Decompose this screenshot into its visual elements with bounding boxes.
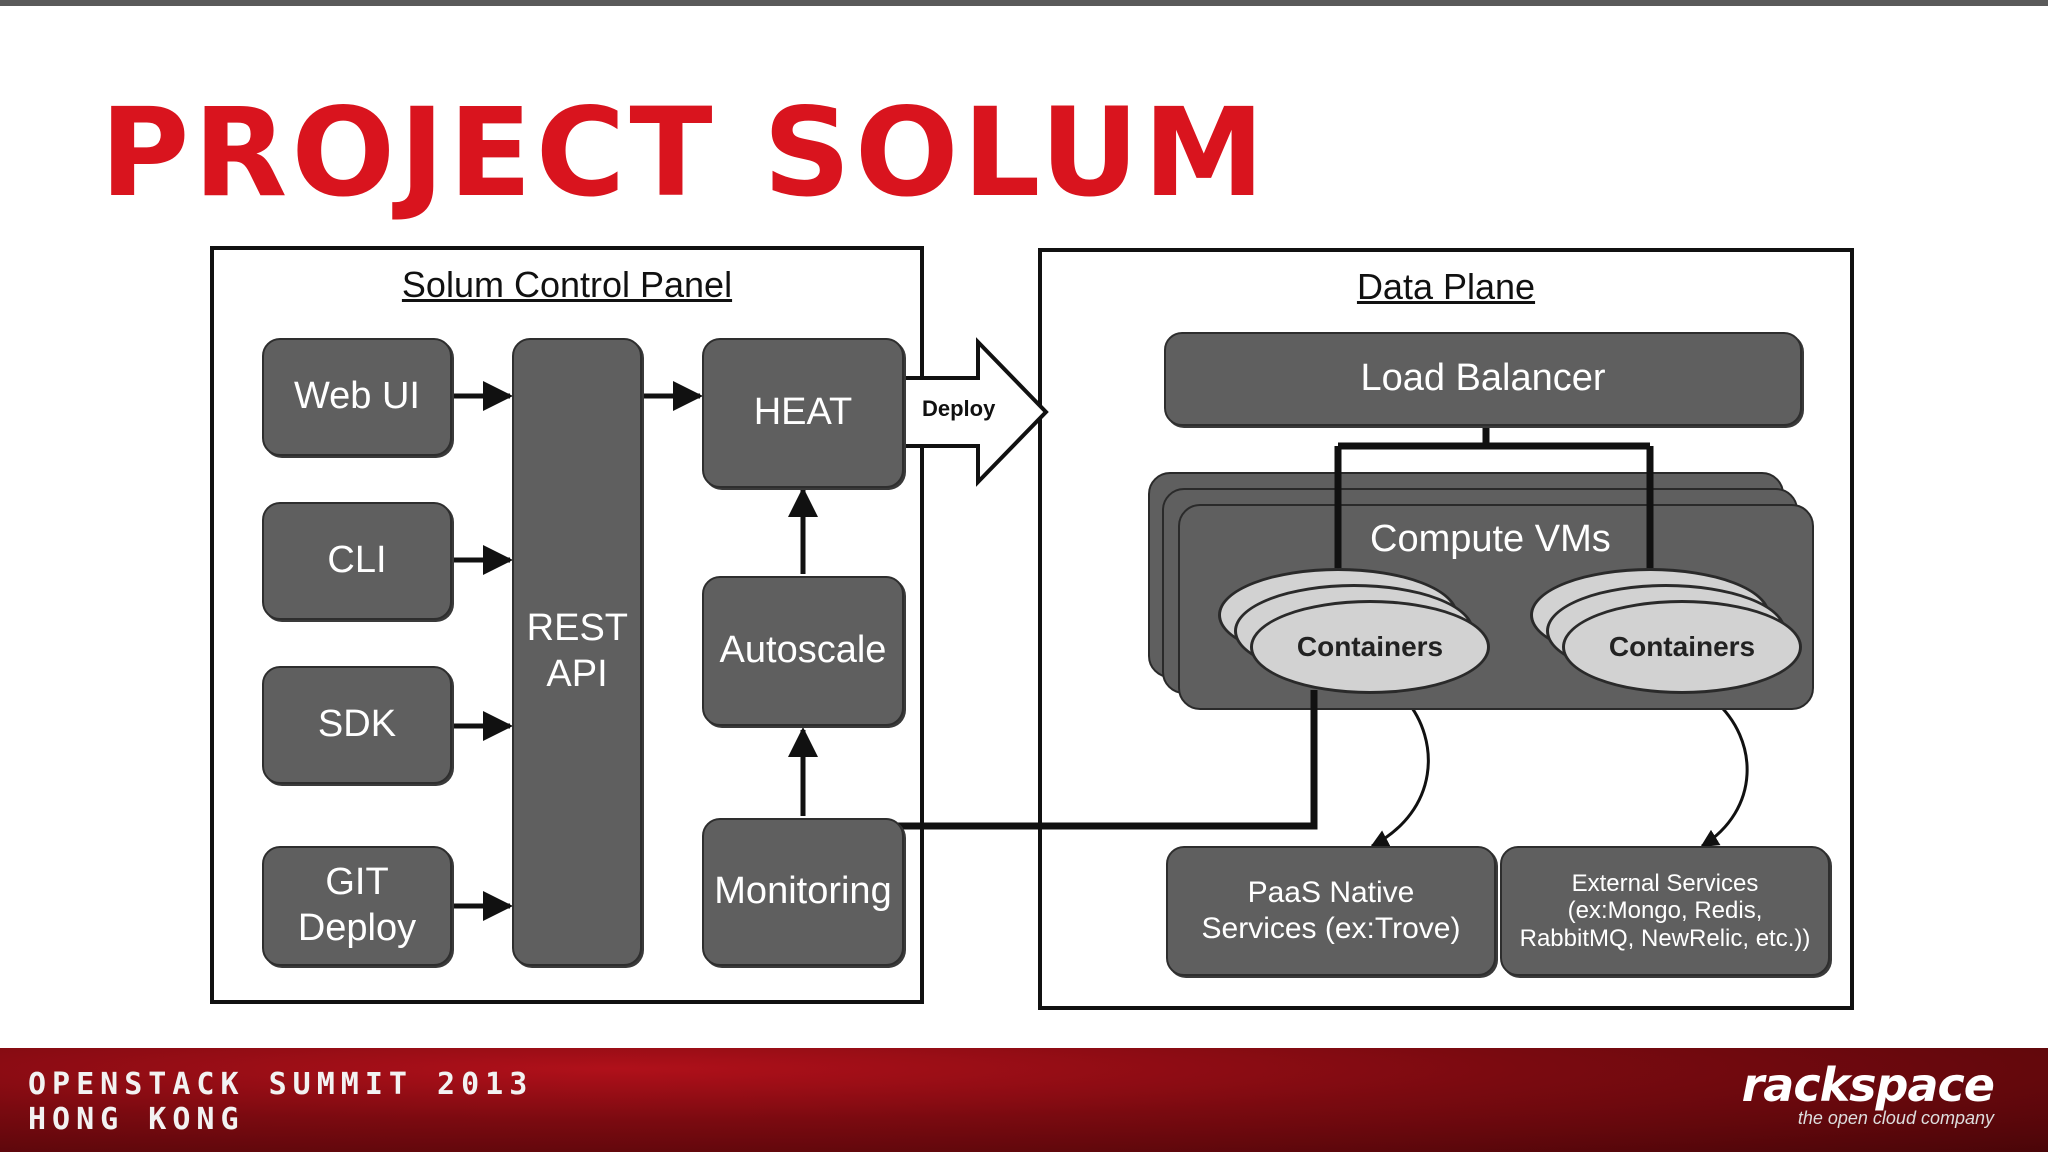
paas-native-services-box: PaaS Native Services (ex:Trove): [1166, 846, 1496, 976]
top-rule: [0, 0, 2048, 6]
cli-box: CLI: [262, 502, 452, 620]
footer-event-line2: HONG KONG: [28, 1101, 245, 1137]
sdk-box: SDK: [262, 666, 452, 784]
rest-api-box: REST API: [512, 338, 642, 966]
lb-wire-overlay: [1334, 446, 1654, 568]
external-services-box: External Services (ex:Mongo, Redis, Rabb…: [1500, 846, 1830, 976]
footer-event-line1: OPENSTACK SUMMIT 2013: [28, 1067, 534, 1102]
curve-containers-external: [1700, 698, 1749, 848]
autoscale-box: Autoscale: [702, 576, 904, 726]
deploy-arrow: [902, 337, 1049, 487]
brand-tagline: the open cloud company: [1797, 1108, 1994, 1128]
container-left-front: Containers: [1250, 600, 1490, 694]
monitoring-box: Monitoring: [702, 818, 904, 966]
curve-containers-paas: [1370, 699, 1430, 848]
brand-name: rackspace: [1741, 1058, 1995, 1112]
rackspace-logo: rackspace the open cloud company: [1741, 1058, 1995, 1129]
slide-title: PROJECT SOLUM: [100, 82, 1269, 224]
git-deploy-box: GIT Deploy: [262, 846, 452, 966]
heat-box: HEAT: [702, 338, 904, 488]
compute-vms-label: Compute VMs: [1370, 518, 1611, 560]
control-panel-title: Solum Control Panel: [401, 264, 733, 305]
load-balancer-box: Load Balancer: [1164, 332, 1802, 426]
deploy-label: Deploy: [922, 396, 996, 421]
container-right-front: Containers: [1562, 600, 1802, 694]
data-plane-title: Data Plane: [1356, 266, 1536, 307]
web-ui-box: Web UI: [262, 338, 452, 456]
footer-event: OPENSTACK SUMMIT 2013 HONG KONG: [28, 1067, 534, 1137]
lb-wire: [1334, 424, 1654, 562]
footer-bar: [0, 1048, 2048, 1152]
